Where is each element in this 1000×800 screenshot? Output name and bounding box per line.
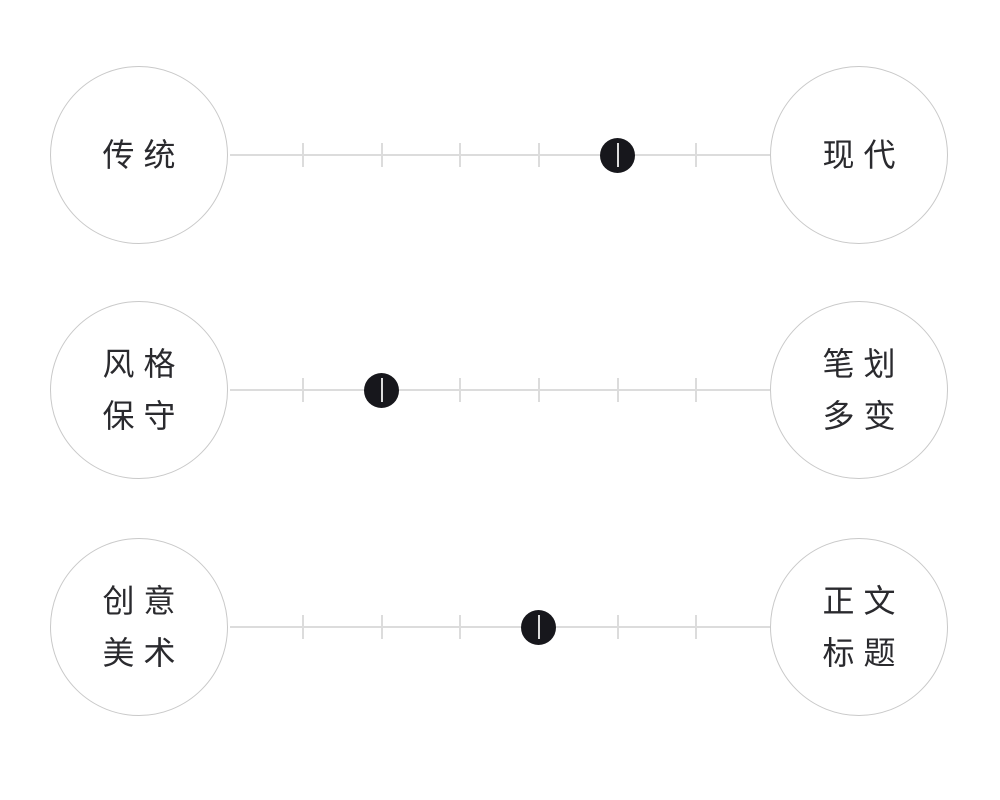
slider-tick[interactable]	[380, 615, 383, 639]
right-label-line: 正文	[822, 583, 905, 619]
slider-tick[interactable]	[695, 378, 698, 402]
slider-tick[interactable]	[695, 143, 698, 167]
left-label-circle: 风格 保守	[50, 301, 228, 479]
slider-tick[interactable]	[302, 143, 304, 167]
slider-track[interactable]	[230, 626, 770, 628]
left-label-line: 保守	[102, 398, 185, 434]
left-label-line: 创意	[102, 583, 185, 619]
slider-row: 风格 保守 笔划 多变	[0, 301, 1000, 479]
slider-tick[interactable]	[616, 143, 619, 167]
right-label-line: 现代	[822, 137, 905, 173]
left-label-line: 传统	[102, 137, 185, 173]
right-label-line: 多变	[822, 398, 905, 434]
slider-tick[interactable]	[302, 615, 304, 639]
left-label-line: 美术	[102, 635, 185, 671]
slider-tick[interactable]	[616, 615, 619, 639]
slider-track[interactable]	[230, 154, 770, 156]
slider-tick[interactable]	[695, 615, 698, 639]
slider-tick[interactable]	[537, 615, 540, 639]
right-label-circle: 现代	[770, 66, 948, 244]
left-label-circle: 传统	[50, 66, 228, 244]
slider-tick[interactable]	[537, 378, 540, 402]
slider-tick[interactable]	[380, 143, 383, 167]
slider-track-area	[230, 538, 770, 716]
slider-track-area	[230, 66, 770, 244]
right-label-circle: 笔划 多变	[770, 301, 948, 479]
slider-tick[interactable]	[459, 378, 462, 402]
slider-track-area	[230, 301, 770, 479]
right-label-circle: 正文 标题	[770, 538, 948, 716]
slider-track[interactable]	[230, 389, 770, 391]
left-label-line: 风格	[102, 346, 185, 382]
right-label-line: 标题	[822, 635, 905, 671]
slider-row: 传统 现代	[0, 66, 1000, 244]
slider-tick[interactable]	[302, 378, 304, 402]
left-label-circle: 创意 美术	[50, 538, 228, 716]
slider-tick[interactable]	[459, 615, 462, 639]
slider-row: 创意 美术 正文 标题	[0, 538, 1000, 716]
slider-tick[interactable]	[616, 378, 619, 402]
right-label-line: 笔划	[822, 346, 905, 382]
slider-tick[interactable]	[537, 143, 540, 167]
slider-tick[interactable]	[459, 143, 462, 167]
slider-tick[interactable]	[380, 378, 383, 402]
